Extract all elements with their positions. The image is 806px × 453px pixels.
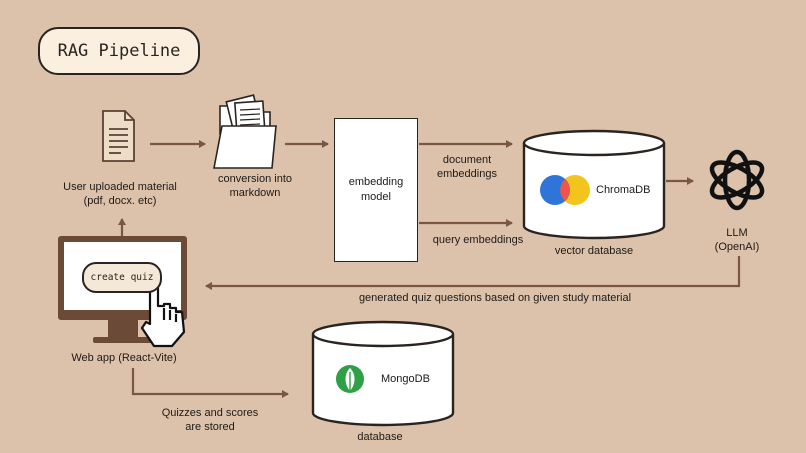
query-embeddings-label: query embeddings [432,234,524,246]
mongodb-caption: database [357,431,403,443]
mongodb-name: MongoDB [381,373,430,385]
openai-icon [709,149,765,211]
document-embeddings-label: document embeddings [437,154,497,180]
arrow-webapp-to-database [131,368,289,398]
folder-icon [213,94,277,169]
llm-label: LLM (OpenAI) [714,227,760,253]
generated-questions-label: generated quiz questions based on given … [358,292,632,304]
page-title: RAG Pipeline [38,27,200,75]
web-app-label: Web app (React-Vite) [71,352,177,364]
arrows [118,140,741,398]
user-material-label: User uploaded material (pdf, docx. etc) [63,181,177,207]
vector-db-name: ChromaDB [596,184,651,196]
embedding-model-box: embedding model [334,118,418,262]
vector-db-cylinder [522,129,666,240]
chromadb-logo [540,175,590,205]
vector-db-caption: vector database [554,245,634,257]
hand-pointer-icon [140,284,186,348]
mongodb-leaf-icon [336,365,364,393]
stored-label: Quizzes and scores are stored [161,407,259,433]
mongodb-cylinder [311,320,455,427]
create-quiz-button[interactable]: create quiz [82,262,162,293]
document-icon [102,110,135,162]
arrow-llm-to-webapp [205,256,741,290]
conversion-label: conversion into markdown [218,173,292,199]
